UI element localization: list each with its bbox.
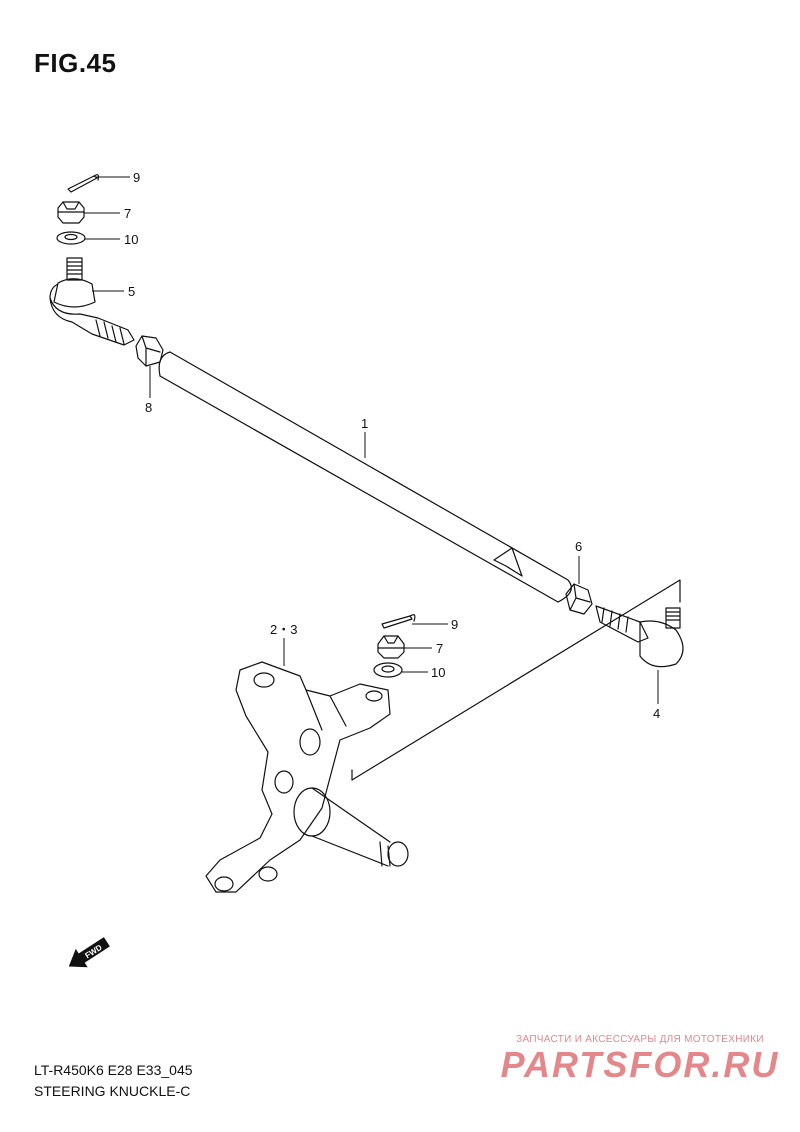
forward-arrow-icon: FWD	[68, 937, 110, 968]
watermark-tagline: ЗАПЧАСТИ И АКСЕССУАРЫ ДЛЯ МОТОТЕХНИКИ	[516, 1034, 764, 1045]
callout-6: 6	[575, 539, 582, 554]
hex-nut-6	[565, 583, 593, 615]
callout-8: 8	[145, 400, 152, 415]
tie-rod-end-left	[49, 257, 135, 346]
castle-nut-lower	[377, 635, 405, 659]
callout-9-lower: 9	[451, 617, 458, 632]
callout-2-3: 2・3	[270, 622, 297, 637]
cotter-pin-upper	[67, 174, 100, 193]
washer-lower	[373, 662, 403, 678]
callout-4: 4	[653, 706, 660, 721]
model-code: LT-R450K6 E28 E33_045	[34, 1062, 193, 1078]
castle-nut-upper	[57, 201, 85, 224]
callout-10-lower: 10	[431, 665, 445, 680]
section-name: STEERING KNUCKLE-C	[34, 1083, 191, 1099]
callout-10-upper: 10	[124, 232, 138, 247]
tie-rod	[158, 351, 572, 603]
callout-1: 1	[361, 416, 368, 431]
tie-rod-end-right	[595, 605, 684, 668]
watermark: ЗАПЧАСТИ И АКСЕССУАРЫ ДЛЯ МОТОТЕХНИКИ PA…	[490, 1034, 790, 1085]
fwd-reference-lines	[351, 579, 681, 781]
callout-5: 5	[128, 284, 135, 299]
watermark-brand: PARTSFOR.RU	[500, 1044, 780, 1085]
steering-knuckle	[205, 661, 409, 893]
callout-9-upper: 9	[133, 170, 140, 185]
callout-7-lower: 7	[436, 641, 443, 656]
cotter-pin-lower	[381, 614, 416, 629]
hex-nut-8	[135, 335, 164, 367]
callout-7-upper: 7	[124, 206, 131, 221]
figure-title: FIG.45	[34, 48, 117, 78]
washer-upper	[56, 231, 86, 245]
